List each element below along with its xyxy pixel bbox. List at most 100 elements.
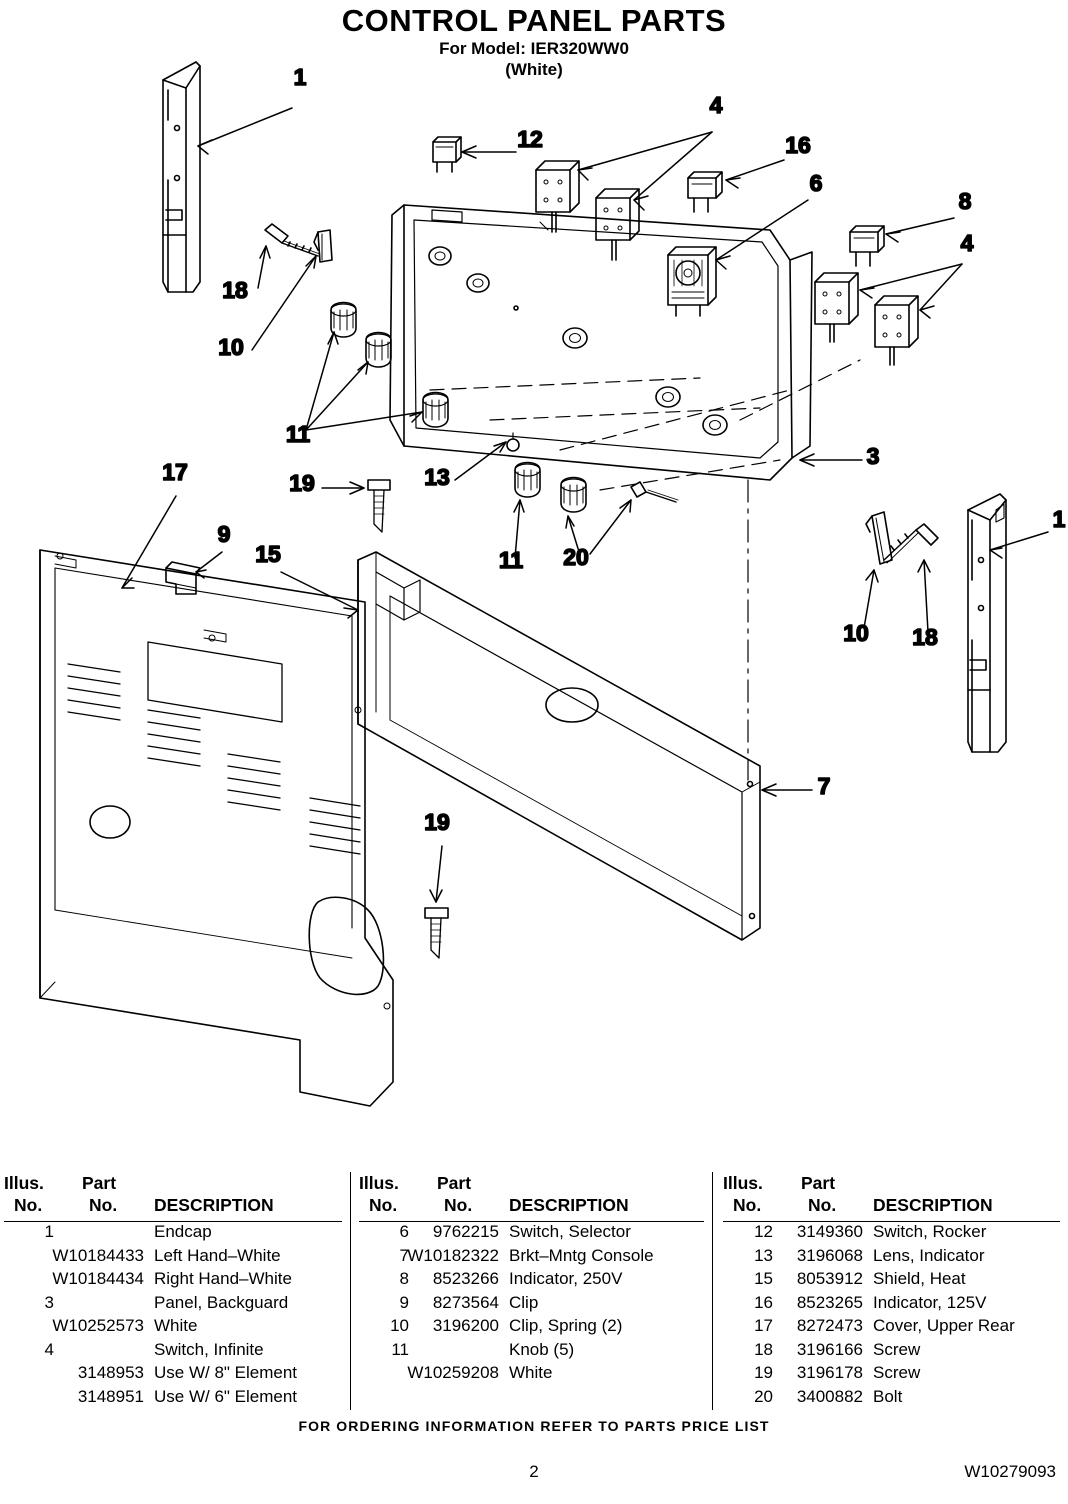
header-illus-no: No. [14, 1195, 43, 1215]
row-illus-no: 3 [44, 1292, 54, 1312]
header-illus: Illus. [4, 1173, 44, 1193]
header-illus-no: No. [733, 1195, 762, 1215]
row-description: Switch, Rocker [873, 1222, 987, 1241]
svg-text:11: 11 [286, 421, 311, 447]
parts-column-3-header: Illus. Part No. No. DESCRIPTION [723, 1172, 1068, 1220]
row-illus-no: 4 [44, 1339, 54, 1359]
row-part-no: 8523266 [432, 1269, 499, 1288]
row-illus-no: 6 [399, 1222, 409, 1241]
heat-shield-part [357, 551, 761, 941]
screw-part-upper-left [264, 223, 321, 257]
svg-text:13: 13 [424, 464, 450, 490]
row-description: Switch, Selector [509, 1222, 631, 1241]
svg-text:10: 10 [843, 620, 869, 646]
svg-text:4: 4 [961, 230, 974, 256]
header-part-no: No. [89, 1195, 118, 1215]
svg-text:10: 10 [218, 334, 244, 360]
row-illus-no: 7 [399, 1245, 409, 1265]
table-row: 11 Knob (5) [359, 1340, 712, 1364]
svg-text:19: 19 [289, 470, 315, 496]
left-endcap-part [162, 61, 201, 293]
row-part-no: W10184434 [52, 1269, 144, 1288]
row-illus-no: 10 [390, 1316, 409, 1335]
svg-text:16: 16 [785, 132, 811, 158]
header-description: DESCRIPTION [873, 1195, 993, 1215]
parts-column-1-header: Illus. Part No. No. DESCRIPTION [4, 1172, 350, 1220]
table-row: 20 3400882 Bolt [723, 1387, 1068, 1411]
header-part: Part [801, 1173, 836, 1193]
table-row: W10184434 Right Hand–White [4, 1269, 350, 1293]
table-row: 9 8273564 Clip [359, 1293, 712, 1317]
svg-text:1: 1 [1053, 506, 1066, 532]
header-part-no: No. [808, 1195, 837, 1215]
infinite-switch-part-a [535, 160, 580, 233]
table-row: 18 3196166 Screw [723, 1340, 1068, 1364]
indicator-250v-part [849, 225, 885, 267]
row-part-no: 8523265 [796, 1292, 863, 1312]
row-description: Use W/ 8" Element [154, 1363, 298, 1382]
header-illus: Illus. [723, 1173, 763, 1193]
row-illus-no: 8 [399, 1269, 409, 1288]
row-illus-no: 20 [754, 1386, 773, 1406]
row-description: Use W/ 6" Element [154, 1386, 298, 1406]
row-description: Shield, Heat [873, 1269, 966, 1288]
parts-column-2-header: Illus. Part No. No. DESCRIPTION [359, 1172, 712, 1220]
table-row: 4 Switch, Infinite [4, 1340, 350, 1364]
row-part-no: 3148953 [77, 1363, 144, 1382]
row-part-no: 8053912 [796, 1269, 863, 1288]
row-description: White [509, 1363, 553, 1382]
header-rule [723, 1221, 1060, 1222]
table-row: 3148951 Use W/ 6" Element [4, 1387, 350, 1411]
row-illus-no: 11 [391, 1339, 409, 1359]
header-rule [4, 1221, 342, 1222]
lens-indicator-part [506, 432, 520, 452]
svg-text:9: 9 [218, 521, 231, 547]
row-description: Switch, Infinite [154, 1339, 264, 1359]
upper-rear-cover-part [39, 549, 394, 1107]
row-description: Endcap [154, 1222, 212, 1241]
table-row: 19 3196178 Screw [723, 1363, 1068, 1387]
row-description: Indicator, 125V [873, 1292, 987, 1312]
table-row: W10259208 White [359, 1363, 712, 1387]
document-code: W10279093 [964, 1462, 1056, 1481]
row-description: Bolt [873, 1386, 903, 1406]
row-description: Lens, Indicator [873, 1245, 985, 1265]
svg-text:1: 1 [294, 64, 307, 90]
row-part-no: 8273564 [432, 1292, 499, 1312]
row-illus-no: 17 [754, 1316, 773, 1335]
indicator-125v-part [687, 171, 723, 213]
table-row: 13 3196068 Lens, Indicator [723, 1246, 1068, 1270]
svg-text:17: 17 [162, 459, 188, 485]
row-description: Panel, Backguard [154, 1292, 289, 1312]
row-description: Left Hand–White [154, 1245, 281, 1265]
row-part-no: W10259208 [407, 1363, 499, 1382]
row-description: Screw [873, 1339, 921, 1359]
table-row: 12 3149360 Switch, Rocker [723, 1222, 1068, 1246]
svg-text:19: 19 [424, 809, 450, 835]
row-part-no: 9762215 [432, 1222, 499, 1241]
table-row: W10252573 White [4, 1316, 350, 1340]
row-description: Clip [509, 1292, 539, 1312]
screw-part-lower-right [883, 523, 939, 564]
page-number: 2 [529, 1462, 539, 1481]
header-illus: Illus. [359, 1173, 399, 1193]
table-row: 8 8523266 Indicator, 250V [359, 1269, 712, 1293]
row-part-no: 3149360 [796, 1222, 863, 1241]
header-illus-no: No. [369, 1195, 398, 1215]
svg-text:12: 12 [517, 126, 543, 152]
header-description: DESCRIPTION [509, 1195, 629, 1215]
table-row: 1 Endcap [4, 1222, 350, 1246]
row-part-no: 3196200 [432, 1316, 499, 1335]
header-description: DESCRIPTION [154, 1195, 274, 1215]
svg-text:18: 18 [222, 277, 248, 303]
row-description: Knob (5) [509, 1339, 575, 1359]
parts-column-2: Illus. Part No. No. DESCRIPTION 6 976221… [350, 1172, 712, 1410]
table-row: 15 8053912 Shield, Heat [723, 1269, 1068, 1293]
parts-column-1: Illus. Part No. No. DESCRIPTION 1 Endcap… [0, 1172, 350, 1410]
table-row: 7 W10182322 Brkt–Mntg Console [359, 1246, 712, 1270]
row-part-no: 3196178 [796, 1363, 863, 1382]
bolt-part [630, 481, 679, 503]
parts-column-3: Illus. Part No. No. DESCRIPTION 12 31493… [712, 1172, 1068, 1410]
ordering-information-note: FOR ORDERING INFORMATION REFER TO PARTS … [298, 1418, 770, 1434]
row-part-no: 3196068 [796, 1245, 863, 1265]
